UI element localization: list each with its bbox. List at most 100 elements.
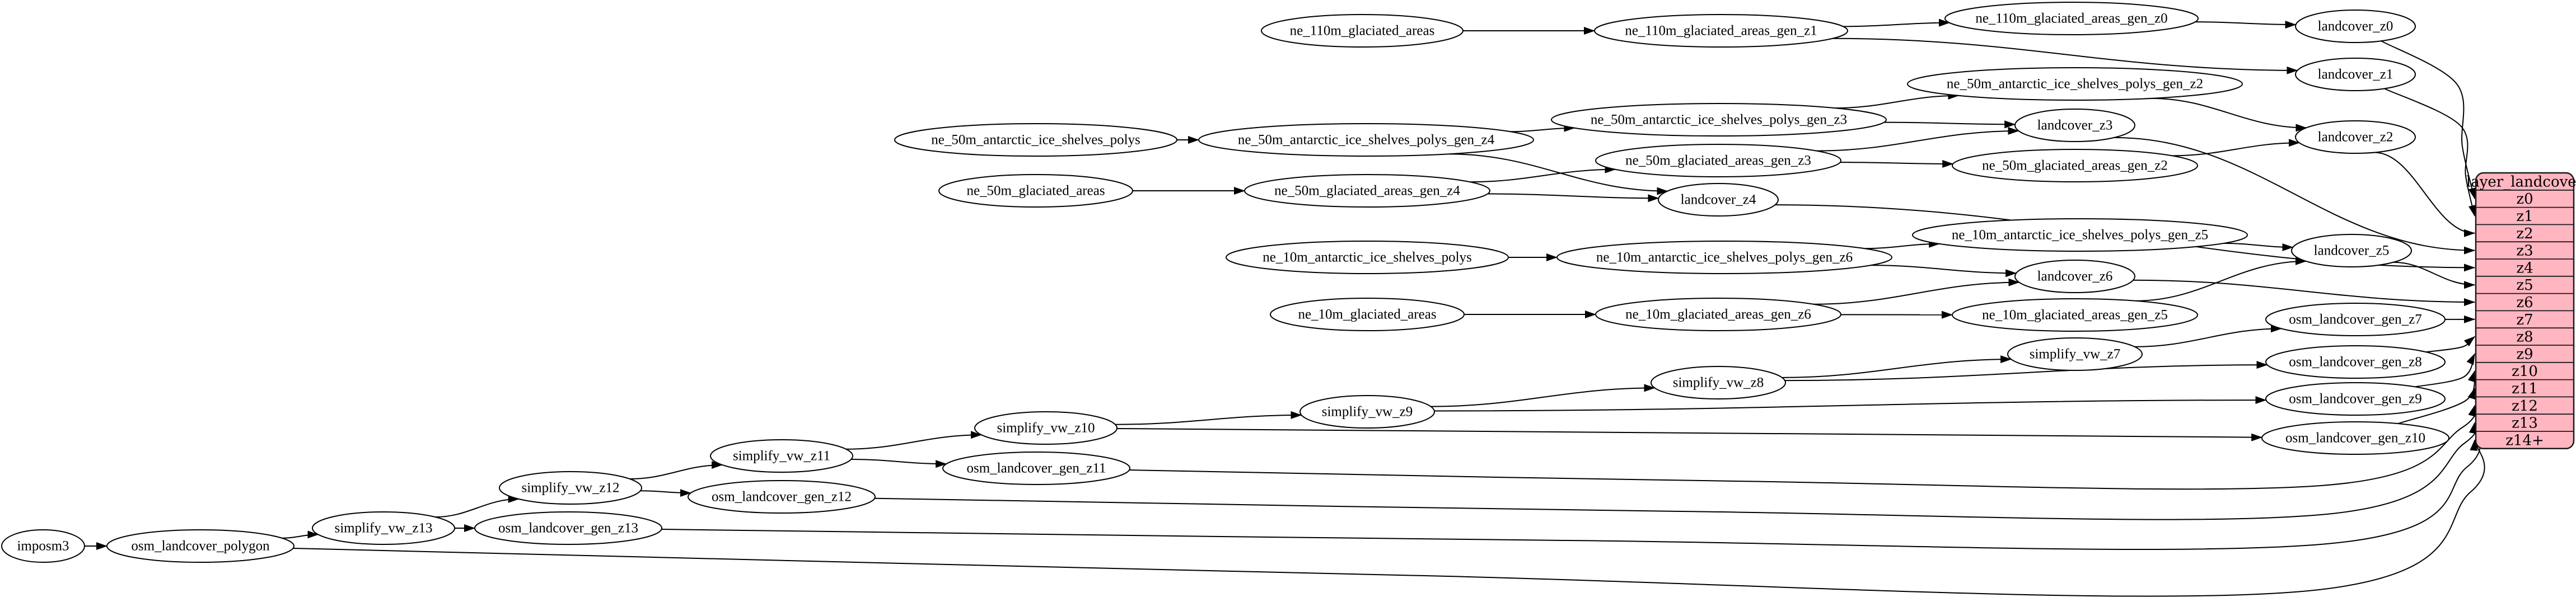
node-imposm3: imposm3 bbox=[1, 529, 85, 563]
record-row-z1: z1 bbox=[2516, 208, 2533, 225]
edge-ne_50m_antarctic_ice_shelves_polys_gen_z3-to-ne_50m_antarctic_ice_shelves_polys_gen_z2 bbox=[1835, 91, 1960, 109]
node-landcover_z5: landcover_z5 bbox=[2291, 234, 2412, 267]
edge-ne_110m_glaciated_areas_gen_z1-to-landcover_z1 bbox=[1832, 37, 2298, 74]
edge-simplify_vw_z9-to-osm_landcover_gen_z9 bbox=[1434, 396, 2267, 412]
node-label-imposm3: imposm3 bbox=[17, 539, 69, 554]
edge-osm_landcover_gen_z12-to-layer_landcover-z12 bbox=[875, 405, 2480, 520]
edge-ne_10m_antarctic_ice_shelves_polys_gen_z5-to-landcover_z5 bbox=[2223, 242, 2294, 251]
node-ne_50m_antarctic_ice_shelves_polys: ne_50m_antarctic_ice_shelves_polys bbox=[894, 123, 1177, 157]
node-label-ne_110m_glaciated_areas_gen_z1: ne_110m_glaciated_areas_gen_z1 bbox=[1625, 23, 1817, 39]
node-label-ne_50m_antarctic_ice_shelves_polys: ne_50m_antarctic_ice_shelves_polys bbox=[931, 133, 1140, 148]
node-landcover_z0: landcover_z0 bbox=[2295, 10, 2416, 43]
edge-osm_landcover_gen_z8-to-layer_landcover-z8 bbox=[2426, 336, 2475, 353]
node-ne_110m_glaciated_areas_gen_z0: ne_110m_glaciated_areas_gen_z0 bbox=[1944, 2, 2199, 35]
record-row-z6: z6 bbox=[2516, 294, 2533, 311]
edge-ne_50m_glaciated_areas_gen_z4-to-landcover_z4 bbox=[1488, 193, 1659, 203]
node-osm_landcover_gen_z13: osm_landcover_gen_z13 bbox=[474, 511, 662, 545]
edge-simplify_vw_z11-to-osm_landcover_gen_z11 bbox=[851, 459, 947, 468]
node-landcover_z1: landcover_z1 bbox=[2295, 58, 2416, 91]
edge-ne_10m_antarctic_ice_shelves_polys_gen_z6-to-landcover_z6 bbox=[1870, 265, 2017, 278]
node-label-simplify_vw_z9: simplify_vw_z9 bbox=[1322, 405, 1413, 420]
edge-landcover_z1-to-layer_landcover-z1 bbox=[2384, 88, 2476, 217]
record-row-z0: z0 bbox=[2516, 191, 2533, 208]
node-osm_landcover_gen_z11: osm_landcover_gen_z11 bbox=[942, 452, 1130, 485]
record-row-z3: z3 bbox=[2516, 243, 2533, 260]
node-label-ne_110m_glaciated_areas: ne_110m_glaciated_areas bbox=[1290, 23, 1435, 39]
edge-simplify_vw_z12-to-osm_landcover_gen_z12 bbox=[640, 489, 691, 497]
record-row-z10: z10 bbox=[2512, 363, 2538, 380]
node-ne_10m_antarctic_ice_shelves_polys: ne_10m_antarctic_ice_shelves_polys bbox=[1226, 241, 1509, 274]
node-ne_50m_antarctic_ice_shelves_polys_gen_z4: ne_50m_antarctic_ice_shelves_polys_gen_z… bbox=[1198, 123, 1534, 157]
node-label-osm_landcover_gen_z9: osm_landcover_gen_z9 bbox=[2289, 392, 2421, 407]
edge-simplify_vw_z13-to-simplify_vw_z12 bbox=[435, 495, 520, 518]
node-simplify_vw_z11: simplify_vw_z11 bbox=[710, 439, 853, 473]
node-label-osm_landcover_gen_z13: osm_landcover_gen_z13 bbox=[498, 521, 638, 536]
node-osm_landcover_gen_z8: osm_landcover_gen_z8 bbox=[2265, 345, 2446, 379]
node-label-ne_50m_antarctic_ice_shelves_polys_gen_z2: ne_50m_antarctic_ice_shelves_polys_gen_z… bbox=[1947, 77, 2203, 92]
edge-ne_50m_glaciated_areas_gen_z3-to-landcover_z3 bbox=[1816, 126, 2019, 152]
edge-ne_10m_glaciated_areas_gen_z6-to-landcover_z6 bbox=[1813, 278, 2020, 305]
node-label-landcover_z0: landcover_z0 bbox=[2318, 19, 2393, 34]
node-simplify_vw_z13: simplify_vw_z13 bbox=[312, 511, 455, 545]
edge-osm_landcover_polygon-to-simplify_vw_z13 bbox=[282, 530, 319, 539]
edge-ne_110m_glaciated_areas_gen_z0-to-landcover_z0 bbox=[2195, 21, 2297, 29]
node-ne_10m_antarctic_ice_shelves_polys_gen_z6: ne_10m_antarctic_ice_shelves_polys_gen_z… bbox=[1556, 241, 1892, 274]
node-label-landcover_z6: landcover_z6 bbox=[2037, 269, 2113, 284]
edge-ne_50m_glaciated_areas_gen_z3-to-ne_50m_glaciated_areas_gen_z2 bbox=[1840, 159, 1954, 168]
node-label-simplify_vw_z12: simplify_vw_z12 bbox=[522, 481, 620, 496]
edge-ne_50m_glaciated_areas_gen_z4-to-ne_50m_glaciated_areas_gen_z3 bbox=[1470, 165, 1616, 183]
node-ne_10m_glaciated_areas_gen_z5: ne_10m_glaciated_areas_gen_z5 bbox=[1952, 298, 2198, 332]
node-label-simplify_vw_z8: simplify_vw_z8 bbox=[1673, 375, 1764, 391]
node-osm_landcover_gen_z9: osm_landcover_gen_z9 bbox=[2265, 382, 2446, 416]
edge-osm_landcover_gen_z9-to-layer_landcover-z9 bbox=[2415, 353, 2475, 388]
edge-landcover_z6-to-layer_landcover-z6 bbox=[2133, 279, 2475, 306]
edge-simplify_vw_z12-to-simplify_vw_z11 bbox=[629, 461, 723, 479]
edge-osm_landcover_gen_z11-to-layer_landcover-z11 bbox=[1129, 388, 2478, 490]
node-osm_landcover_polygon: osm_landcover_polygon bbox=[106, 529, 294, 563]
node-label-landcover_z4: landcover_z4 bbox=[1681, 192, 1756, 208]
edge-ne_10m_glaciated_areas_gen_z5-to-landcover_z5 bbox=[2135, 257, 2307, 302]
node-ne_110m_glaciated_areas_gen_z1: ne_110m_glaciated_areas_gen_z1 bbox=[1594, 14, 1848, 48]
record-row-z9: z9 bbox=[2516, 346, 2533, 363]
node-label-ne_10m_glaciated_areas_gen_z6: ne_10m_glaciated_areas_gen_z6 bbox=[1625, 307, 1811, 322]
record-row-z5: z5 bbox=[2516, 277, 2533, 294]
node-ne_10m_glaciated_areas_gen_z6: ne_10m_glaciated_areas_gen_z6 bbox=[1595, 298, 1841, 331]
node-label-ne_50m_antarctic_ice_shelves_polys_gen_z4: ne_50m_antarctic_ice_shelves_polys_gen_z… bbox=[1238, 133, 1495, 148]
record-row-z11: z11 bbox=[2512, 380, 2538, 397]
node-ne_50m_glaciated_areas_gen_z4: ne_50m_glaciated_areas_gen_z4 bbox=[1244, 174, 1490, 208]
edge-simplify_vw_z8-to-simplify_vw_z7 bbox=[1782, 355, 2012, 378]
node-label-osm_landcover_polygon: osm_landcover_polygon bbox=[131, 539, 270, 554]
node-ne_50m_glaciated_areas_gen_z2: ne_50m_glaciated_areas_gen_z2 bbox=[1952, 149, 2198, 182]
node-ne_10m_antarctic_ice_shelves_polys_gen_z5: ne_10m_antarctic_ice_shelves_polys_gen_z… bbox=[1912, 218, 2248, 252]
edge-landcover_z2-to-layer_landcover-z2 bbox=[2374, 152, 2475, 237]
node-ne_110m_glaciated_areas: ne_110m_glaciated_areas bbox=[1261, 14, 1464, 48]
node-label-landcover_z2: landcover_z2 bbox=[2318, 130, 2393, 145]
node-simplify_vw_z10: simplify_vw_z10 bbox=[974, 411, 1118, 445]
node-osm_landcover_gen_z7: osm_landcover_gen_z7 bbox=[2265, 303, 2446, 336]
edge-landcover_z0-to-layer_landcover-z0 bbox=[2381, 40, 2476, 200]
record-row-z4: z4 bbox=[2516, 260, 2533, 276]
node-simplify_vw_z9: simplify_vw_z9 bbox=[1299, 395, 1435, 429]
node-ne_10m_glaciated_areas: ne_10m_glaciated_areas bbox=[1270, 298, 1465, 331]
node-label-ne_10m_glaciated_areas_gen_z5: ne_10m_glaciated_areas_gen_z5 bbox=[1982, 308, 2168, 323]
node-simplify_vw_z12: simplify_vw_z12 bbox=[499, 471, 642, 505]
node-landcover_z3: landcover_z3 bbox=[2014, 109, 2135, 142]
edge-simplify_vw_z7-to-osm_landcover_gen_z7 bbox=[2134, 324, 2282, 347]
node-label-osm_landcover_gen_z8: osm_landcover_gen_z8 bbox=[2289, 355, 2421, 370]
record-node-layer-landcover: layer_landcoverz0z1z2z3z4z5z6z7z8z9z10z1… bbox=[2466, 172, 2576, 450]
record-row-z14plus: z14+ bbox=[2505, 432, 2544, 449]
node-simplify_vw_z8: simplify_vw_z8 bbox=[1651, 366, 1786, 399]
edge-osm_landcover_gen_z13-to-layer_landcover-z13 bbox=[661, 422, 2481, 550]
node-osm_landcover_gen_z10: osm_landcover_gen_z10 bbox=[2261, 421, 2449, 455]
node-label-ne_10m_glaciated_areas: ne_10m_glaciated_areas bbox=[1298, 307, 1436, 322]
node-landcover_z4: landcover_z4 bbox=[1658, 183, 1779, 217]
node-label-ne_50m_glaciated_areas_gen_z4: ne_50m_glaciated_areas_gen_z4 bbox=[1274, 184, 1460, 199]
edge-ne_50m_glaciated_areas_gen_z2-to-landcover_z2 bbox=[2172, 139, 2300, 157]
edge-osm_landcover_gen_z10-to-layer_landcover-z10 bbox=[2397, 370, 2476, 425]
node-label-osm_landcover_gen_z11: osm_landcover_gen_z11 bbox=[967, 461, 1106, 476]
node-label-ne_50m_glaciated_areas: ne_50m_glaciated_areas bbox=[966, 184, 1105, 199]
edge-simplify_vw_z10-to-osm_landcover_gen_z10 bbox=[1116, 427, 2263, 441]
edge-ne_50m_antarctic_ice_shelves_polys_gen_z2-to-landcover_z2 bbox=[2151, 97, 2307, 132]
